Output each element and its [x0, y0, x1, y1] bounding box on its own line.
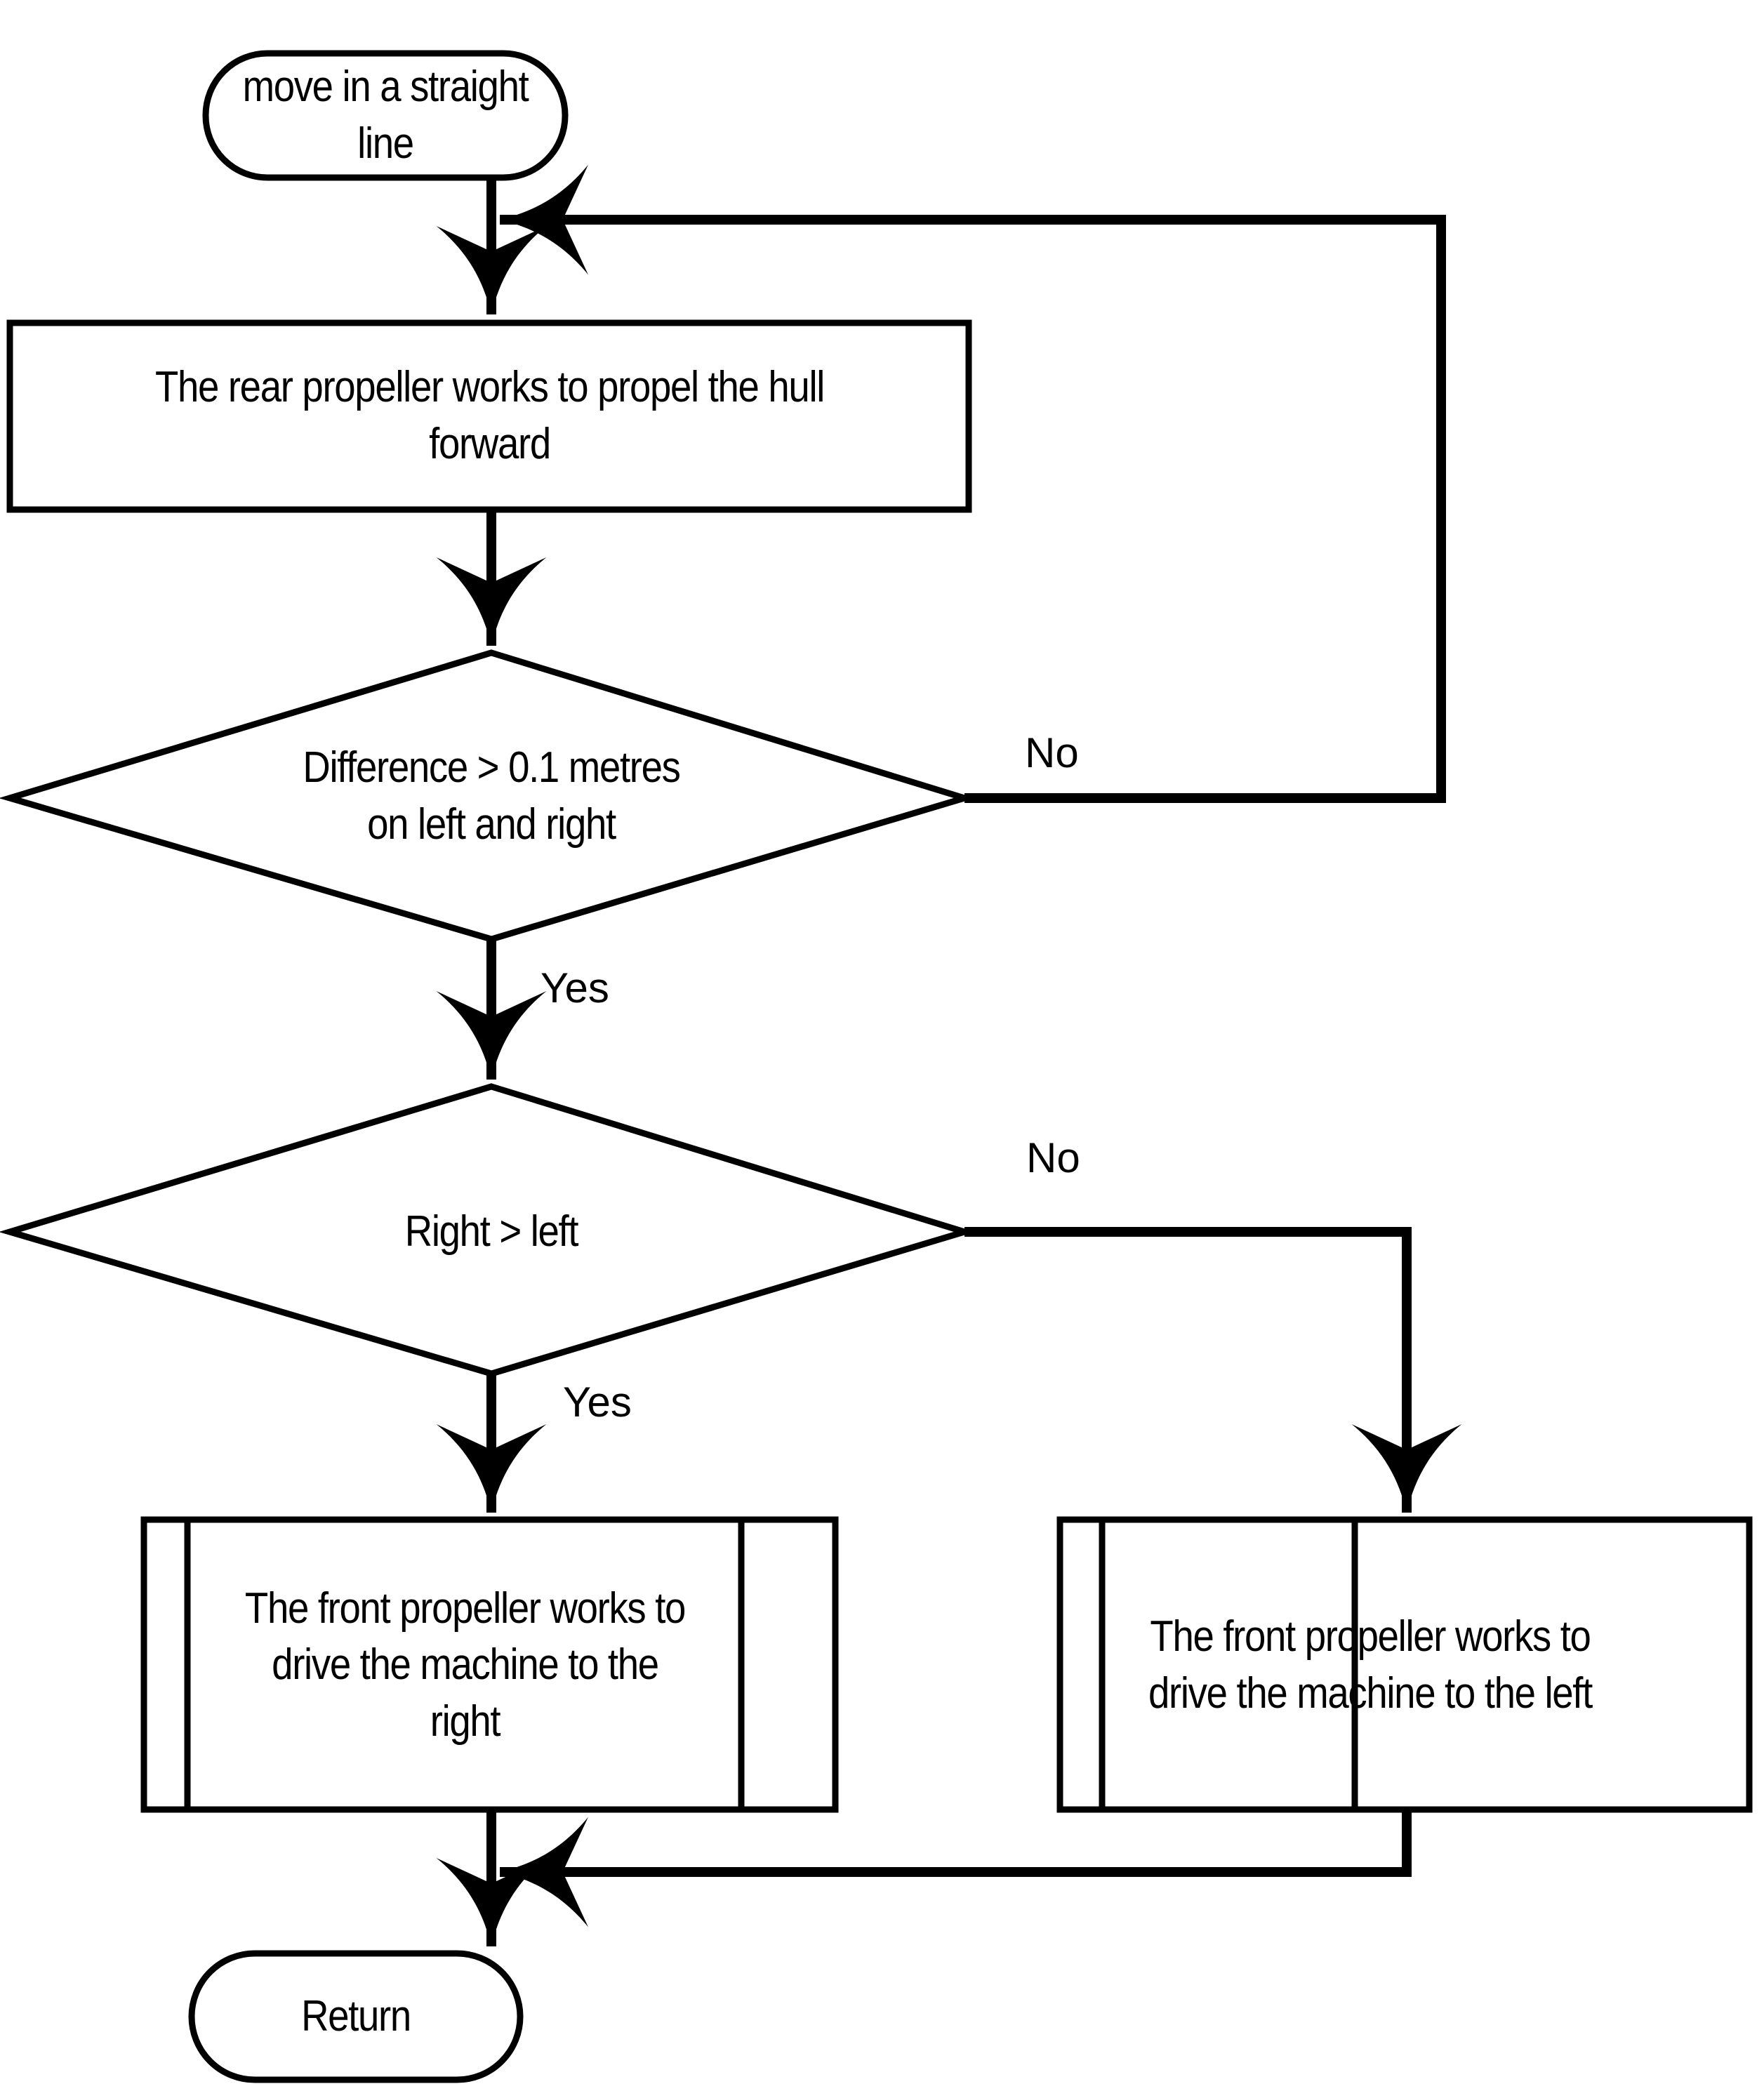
node-rear-propeller-shape	[6, 319, 972, 513]
edge-difference-no-feedback	[500, 164, 1446, 803]
edge-label-difference-no: No	[1025, 729, 1079, 776]
edge-label-difference-yes: Yes	[541, 964, 609, 1011]
edge-right-left-no-to-front-left	[964, 1227, 1462, 1513]
node-difference-decision-shape	[0, 649, 976, 943]
edge-label-right-left-yes: Yes	[563, 1379, 632, 1426]
edge-front-left-to-return	[500, 1810, 1412, 1927]
node-front-propeller-right-shape	[140, 1516, 839, 1813]
node-right-greater-left-decision-shape	[0, 1083, 976, 1377]
edge-label-right-left-no: No	[1026, 1134, 1080, 1181]
node-return-shape	[188, 1950, 524, 2083]
node-start-shape	[202, 50, 569, 181]
node-front-propeller-left-shape	[1056, 1516, 1753, 1813]
